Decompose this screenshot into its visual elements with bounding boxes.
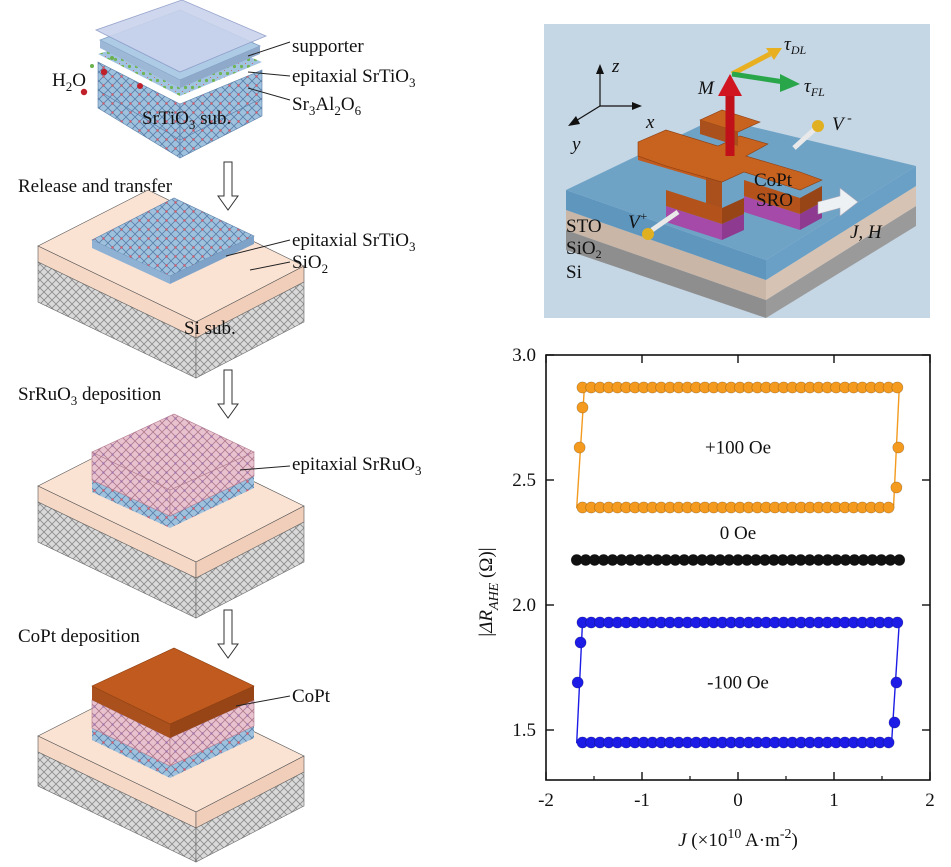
down-arrow-icon: [217, 161, 239, 211]
tau-dl-label: τDL: [784, 34, 806, 57]
y-tick-label: 3.0: [512, 345, 536, 366]
step3-stack: [37, 413, 305, 619]
plot-frame: [545, 354, 931, 781]
x-tick-label: 0: [733, 790, 743, 811]
device-sio2-label: SiO2: [566, 238, 602, 261]
data-point: [891, 381, 904, 394]
series-label: +100 Oe: [705, 438, 771, 459]
data-point: [890, 676, 903, 689]
down-arrow-icon: [217, 609, 239, 659]
label-supporter: supporter: [292, 36, 364, 57]
axis-z-label: z: [611, 56, 620, 77]
label-sr3al2o6: Sr3Al2O6: [292, 94, 362, 118]
v-plus-label: V+: [628, 209, 648, 233]
step-label-srruo3-deposition: SrRuO3 deposition: [18, 384, 162, 408]
device-sro-label: SRO: [756, 190, 793, 211]
x-axis-label: J (×1010 A·m-2): [678, 827, 798, 851]
label-epitaxial-srruo3: epitaxial SrRuO3: [292, 454, 421, 478]
tau-fl-label: τFL: [804, 76, 825, 99]
step-label-release-transfer: Release and transfer: [18, 176, 173, 197]
down-arrow-icon: [217, 369, 239, 419]
ahe-chart: -2 -1 0 1 2 1.5 2.0 2.5 3.0 +100 Oe -100 Oe 0 Oe: [512, 345, 935, 811]
data-point: [882, 501, 895, 514]
step4-stack: [37, 647, 305, 863]
y-axis-label: |ΔRAHE (Ω)|: [476, 547, 502, 636]
x-tick-label: 2: [925, 790, 935, 811]
device-copt-label: CoPt: [754, 170, 793, 191]
step-label-copt-deposition: CoPt deposition: [18, 626, 140, 647]
axis-ticks: -2 -1 0 1 2 1.5 2.0 2.5 3.0: [512, 345, 935, 811]
step1-stack: [80, 0, 268, 159]
device-sto-label: STO: [566, 216, 602, 237]
data-point: [890, 481, 903, 494]
label-srtio3-sub: SrTiO3 sub.: [142, 108, 231, 132]
y-tick-label: 2.0: [512, 595, 536, 616]
series-label: 0 Oe: [720, 523, 756, 544]
label-copt: CoPt: [292, 686, 331, 707]
y-tick-label: 2.5: [512, 470, 536, 491]
label-h2o: H2O: [52, 70, 86, 94]
current-field-label: J, H: [850, 222, 883, 243]
label-sio2: SiO2: [292, 252, 328, 276]
x-tick-label: -2: [538, 790, 554, 811]
x-tick-label: 1: [829, 790, 839, 811]
device-schematic: [544, 24, 930, 318]
axis-y-label: y: [570, 134, 581, 155]
data-point: [882, 736, 895, 749]
label-epitaxial-srtio3-top: epitaxial SrTiO3: [292, 66, 416, 90]
data-point: [888, 716, 901, 729]
step2-stack: [37, 189, 305, 379]
label-epitaxial-srtio3: epitaxial SrTiO3: [292, 230, 416, 254]
series-label: -100 Oe: [707, 673, 769, 694]
data-point: [891, 616, 904, 629]
series--100-oe: -100 Oe: [571, 616, 904, 749]
data-point: [893, 554, 906, 566]
magnetization-label: M: [697, 78, 715, 99]
y-tick-label: 1.5: [512, 720, 536, 741]
series-0-oe: [570, 554, 906, 566]
data-point: [892, 441, 905, 454]
data-point: [571, 676, 584, 689]
data-point: [576, 401, 589, 414]
data-point: [573, 441, 586, 454]
x-tick-label: -1: [634, 790, 650, 811]
label-si-sub: Si sub.: [184, 318, 236, 339]
device-si-label: Si: [566, 262, 582, 283]
data-series: +100 Oe -100 Oe 0 Oe: [570, 381, 906, 749]
axis-x-label: x: [645, 112, 655, 133]
v-minus-label: V -: [832, 111, 852, 135]
data-point: [574, 636, 587, 649]
series--100-oe: +100 Oe: [573, 381, 905, 514]
